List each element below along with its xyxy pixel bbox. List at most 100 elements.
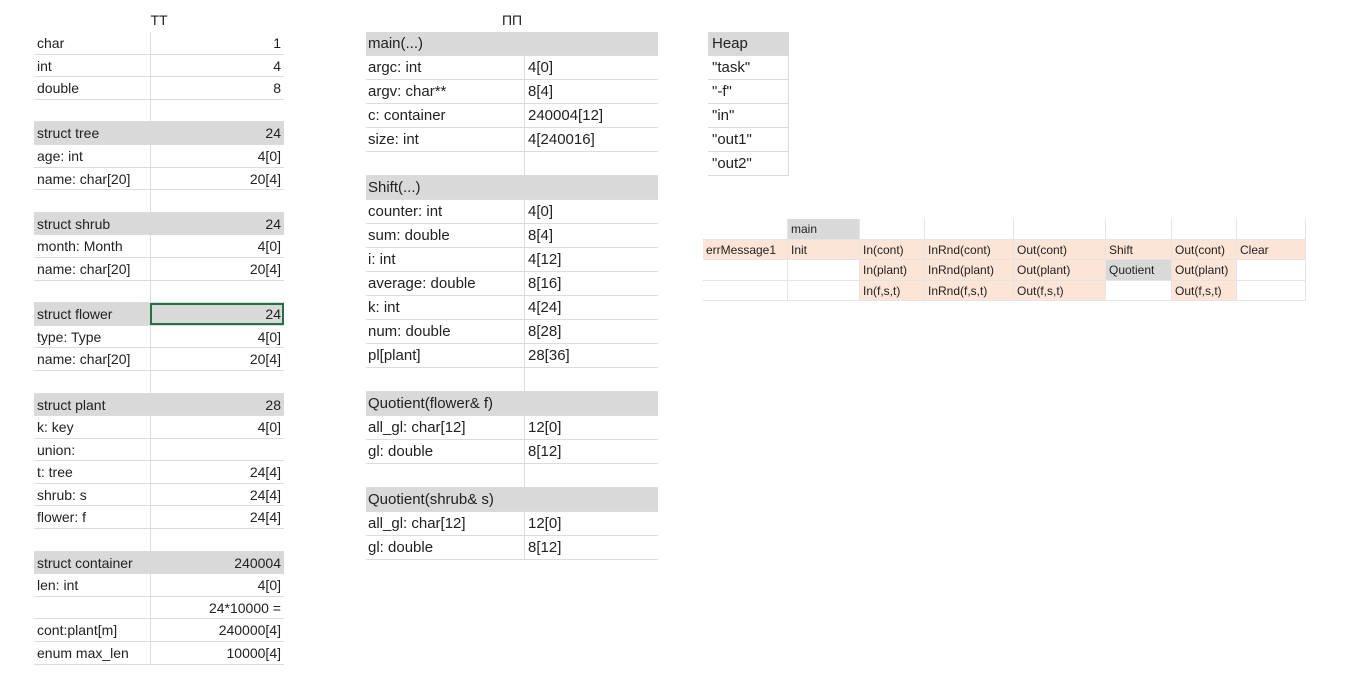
field-name-cell[interactable]: union:: [34, 438, 151, 461]
call-cell[interactable]: Out(cont): [1172, 239, 1237, 259]
size-offset-cell[interactable]: 24[4]: [249, 464, 281, 481]
size-offset-cell[interactable]: 4[0]: [257, 577, 281, 594]
field-name-cell[interactable]: [34, 529, 151, 551]
call-cell[interactable]: InRnd(plant): [925, 260, 1014, 280]
field-name-cell[interactable]: struct shrub: [34, 212, 151, 235]
field-name-cell[interactable]: k: key: [34, 416, 151, 438]
field-name-cell[interactable]: [34, 596, 151, 619]
size-offset-cell[interactable]: [151, 281, 284, 303]
field-name-cell[interactable]: t: tree: [34, 461, 151, 483]
call-cell[interactable]: Out(f,s,t): [1172, 280, 1237, 300]
variable-name-cell[interactable]: main(...): [368, 35, 424, 52]
field-name-cell[interactable]: cont:plant[m]: [34, 619, 151, 642]
heap-item[interactable]: "out1": [708, 128, 789, 152]
variable-name-cell[interactable]: sum: double: [366, 224, 525, 247]
size-offset-cell[interactable]: 4[0]: [257, 238, 281, 255]
field-name-cell[interactable]: enum max_len: [34, 642, 151, 664]
size-offset-cell[interactable]: 24: [150, 303, 284, 325]
size-offset-cell[interactable]: [525, 152, 658, 175]
field-name-cell[interactable]: age: int: [34, 144, 151, 167]
size-offset-cell[interactable]: 24[4]: [249, 486, 281, 503]
size-offset-cell[interactable]: 4[0]: [257, 419, 281, 436]
field-name-cell[interactable]: double: [34, 77, 151, 99]
variable-name-cell[interactable]: i: int: [366, 248, 525, 271]
call-cell[interactable]: InRnd(f,s,t): [925, 280, 1014, 300]
size-offset-cell[interactable]: 12[0]: [528, 419, 562, 436]
size-offset-cell[interactable]: 4[12]: [528, 251, 562, 268]
size-offset-cell[interactable]: 4[240016]: [528, 131, 595, 148]
size-offset-cell[interactable]: [525, 464, 658, 487]
heap-item[interactable]: "in": [708, 104, 789, 128]
variable-name-cell[interactable]: argv: char**: [366, 80, 525, 103]
call-cell[interactable]: Init: [788, 239, 860, 259]
size-offset-cell[interactable]: 20[4]: [249, 351, 281, 368]
heap-header[interactable]: Heap: [708, 32, 789, 56]
field-name-cell[interactable]: [34, 370, 151, 393]
variable-name-cell[interactable]: [366, 152, 525, 175]
call-cell[interactable]: [860, 219, 925, 239]
variable-name-cell[interactable]: argc: int: [366, 56, 525, 79]
field-name-cell[interactable]: struct tree: [34, 122, 151, 144]
call-cell[interactable]: In(cont): [860, 239, 925, 259]
size-offset-cell[interactable]: 8: [273, 80, 281, 97]
field-name-cell[interactable]: struct container: [34, 551, 151, 574]
call-cell[interactable]: [1106, 219, 1172, 239]
size-offset-cell[interactable]: 28[36]: [528, 347, 570, 364]
call-cell[interactable]: Out(f,s,t): [1014, 280, 1106, 300]
size-offset-cell[interactable]: 12[0]: [528, 515, 562, 532]
size-offset-cell[interactable]: [151, 439, 284, 461]
field-name-cell[interactable]: len: int: [34, 574, 151, 596]
variable-name-cell[interactable]: pl[plant]: [366, 344, 525, 367]
call-cell[interactable]: Out(plant): [1172, 260, 1237, 280]
size-offset-cell[interactable]: 8[16]: [528, 275, 562, 292]
call-cell[interactable]: errMessage1: [703, 239, 788, 259]
variable-name-cell[interactable]: c: container: [366, 104, 525, 127]
size-offset-cell[interactable]: 20[4]: [249, 170, 281, 187]
size-offset-cell[interactable]: 4: [273, 57, 281, 74]
call-cell[interactable]: Out(cont): [1014, 239, 1106, 259]
size-offset-cell[interactable]: [151, 371, 284, 393]
field-name-cell[interactable]: name: char[20]: [34, 167, 151, 190]
call-cell[interactable]: [788, 280, 860, 300]
field-name-cell[interactable]: char: [34, 32, 151, 54]
call-cell[interactable]: Out(plant): [1014, 260, 1106, 280]
variable-name-cell[interactable]: all_gl: char[12]: [366, 416, 525, 439]
field-name-cell[interactable]: int: [34, 54, 151, 77]
variable-name-cell[interactable]: k: int: [366, 296, 525, 319]
size-offset-cell[interactable]: 4[0]: [528, 203, 554, 220]
field-name-cell[interactable]: [34, 190, 151, 212]
call-cell[interactable]: [703, 260, 788, 280]
size-offset-cell[interactable]: [524, 392, 658, 415]
size-offset-cell[interactable]: 20[4]: [249, 260, 281, 277]
field-name-cell[interactable]: [34, 280, 151, 303]
field-name-cell[interactable]: flower: f: [34, 506, 151, 529]
size-offset-cell[interactable]: 1: [273, 35, 281, 51]
field-name-cell[interactable]: name: char[20]: [34, 348, 151, 370]
call-cell[interactable]: Quotient: [1106, 260, 1172, 280]
variable-name-cell[interactable]: [366, 368, 525, 391]
call-cell[interactable]: [1237, 280, 1306, 300]
variable-name-cell[interactable]: all_gl: char[12]: [366, 512, 525, 535]
size-offset-cell[interactable]: 240000[4]: [218, 622, 281, 639]
size-offset-cell[interactable]: 4[0]: [257, 147, 281, 164]
size-offset-cell[interactable]: [525, 368, 658, 391]
field-name-cell[interactable]: name: char[20]: [34, 257, 151, 280]
heap-item[interactable]: "out2": [708, 152, 789, 176]
size-offset-cell[interactable]: [151, 190, 284, 212]
field-name-cell[interactable]: struct flower: [37, 306, 113, 323]
call-cell[interactable]: [1237, 219, 1306, 239]
size-offset-cell[interactable]: 8[4]: [528, 83, 554, 100]
field-name-cell[interactable]: type: Type: [34, 325, 151, 348]
call-cell[interactable]: [703, 219, 788, 239]
variable-name-cell[interactable]: [366, 464, 525, 487]
call-cell[interactable]: [925, 219, 1014, 239]
size-offset-cell[interactable]: 28: [265, 396, 281, 413]
call-cell[interactable]: [788, 260, 860, 280]
size-offset-cell[interactable]: 24: [265, 125, 281, 142]
size-offset-cell[interactable]: [524, 488, 658, 511]
call-cell[interactable]: main: [788, 219, 860, 239]
call-cell[interactable]: [1172, 219, 1237, 239]
heap-item[interactable]: "task": [708, 56, 789, 80]
call-cell[interactable]: Shift: [1106, 239, 1172, 259]
variable-name-cell[interactable]: Shift(...): [368, 179, 421, 196]
